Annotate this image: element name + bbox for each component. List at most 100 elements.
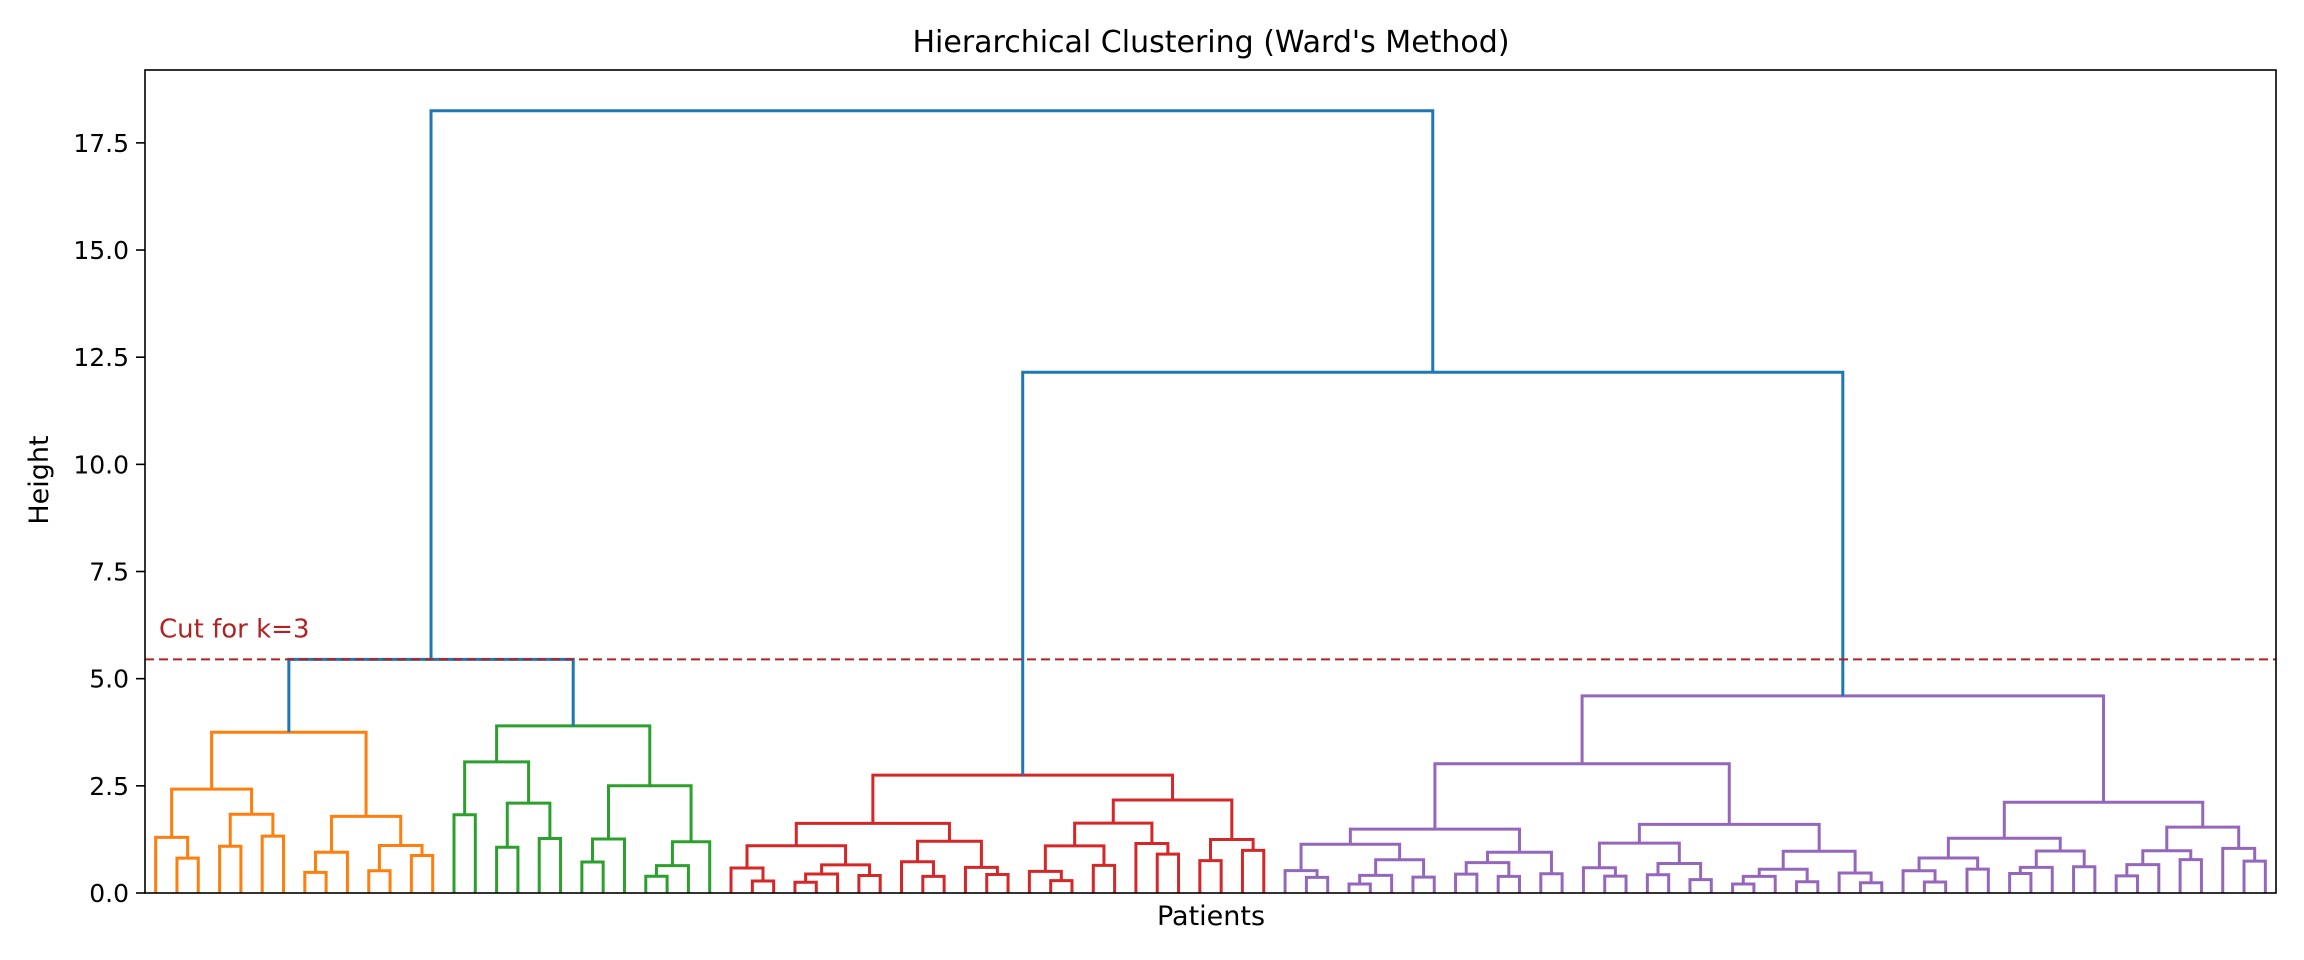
y-tick-label: 2.5	[89, 772, 129, 801]
dendrogram-link	[495, 724, 652, 786]
dendrogram-link	[1496, 874, 1521, 893]
dendrogram-link	[857, 873, 882, 893]
dendrogram-link	[591, 837, 626, 893]
dendrogram-link	[1027, 869, 1063, 893]
dendrogram-link	[804, 872, 840, 893]
y-tick-label: 15.0	[73, 236, 129, 265]
dendrogram-link	[1581, 866, 1617, 893]
dendrogram-link	[2114, 874, 2139, 893]
dendrogram-link	[287, 657, 575, 733]
dendrogram-link	[1134, 842, 1170, 893]
dendrogram-link	[1198, 859, 1223, 893]
dendrogram-link	[429, 109, 1435, 660]
dendrogram-link	[1358, 873, 1394, 893]
dendrogram-link	[1922, 880, 1948, 893]
y-tick-label: 17.5	[73, 129, 129, 158]
dendrogram-link	[260, 834, 286, 893]
dendrogram-link	[2008, 871, 2033, 893]
dendrogram-link	[1645, 873, 1671, 893]
dendrogram-link	[1348, 827, 1521, 853]
x-axis-label: Patients	[1157, 901, 1265, 932]
dendrogram-link	[1021, 370, 1845, 776]
dendrogram-link	[644, 874, 669, 893]
dendrogram-link	[1795, 880, 1820, 893]
dendrogram-link	[495, 845, 520, 893]
dendrogram-link	[409, 853, 435, 893]
dendrogram-link	[1603, 874, 1628, 893]
dendrogram-link	[985, 873, 1010, 893]
dendrogram-link	[313, 850, 349, 893]
dendrogram-link	[463, 760, 531, 815]
dendrogram-link	[1464, 861, 1511, 877]
cut-label: Cut for k=3	[159, 614, 310, 644]
dendrogram-link	[218, 844, 243, 893]
dendrogram-link	[2018, 865, 2054, 893]
dendrogram-link	[210, 730, 368, 817]
dendrogram-link	[329, 814, 403, 853]
dendrogram-link	[2242, 859, 2267, 893]
dendrogram-link	[452, 813, 477, 893]
dendrogram-link	[303, 870, 328, 893]
dendrogram-link	[1209, 837, 1255, 861]
dendrogram-link	[794, 821, 951, 846]
dendrogram-link	[2141, 849, 2193, 865]
dendrogram-links	[154, 109, 2267, 893]
dendrogram-link	[2221, 846, 2257, 893]
dendrogram-link	[2034, 849, 2086, 868]
dendrogram-link	[2125, 863, 2161, 893]
dendrogram-link	[154, 835, 190, 893]
y-tick-label: 10.0	[73, 450, 129, 479]
dendrogram-link	[1433, 762, 1731, 830]
dendrogram-link	[1688, 878, 1713, 893]
dendrogram-link	[1965, 867, 1990, 893]
dendrogram-link	[1539, 872, 1564, 893]
dendrogram-link	[175, 856, 200, 893]
dendrogram-link	[654, 864, 690, 893]
y-tick-label: 12.5	[73, 343, 129, 372]
dendrogram-link	[1781, 849, 1857, 874]
dendrogram-link	[793, 880, 818, 893]
dendrogram-link	[580, 860, 605, 893]
dendrogram-link	[1741, 874, 1777, 893]
y-tick-label: 7.5	[89, 558, 129, 587]
dendrogram-link	[1411, 875, 1436, 893]
dendrogram-link	[1283, 869, 1319, 893]
dendrogram-link	[1946, 836, 2062, 858]
dendrogram-link	[1347, 882, 1372, 893]
dendrogram-link	[505, 801, 552, 848]
dendrogram-link	[377, 843, 424, 871]
dendrogram-link	[2072, 865, 2097, 893]
dendrogram-link	[1580, 694, 2106, 803]
dendrogram-link	[1757, 867, 1809, 882]
dendrogram-link	[963, 865, 999, 893]
dendrogram-link	[750, 879, 776, 893]
dendrogram-link	[1917, 856, 1980, 871]
dendrogram-link	[1043, 844, 1106, 872]
dendrogram-link	[2178, 858, 2203, 893]
plot-frame	[144, 69, 2277, 894]
y-axis-label: Height	[24, 435, 55, 524]
dendrogram-link	[1240, 848, 1266, 893]
dendrogram-link	[1656, 862, 1703, 880]
y-tick-label: 0.0	[89, 879, 129, 908]
dendrogram-link	[670, 840, 712, 893]
dendrogram-link	[1155, 852, 1181, 893]
dendrogram-link	[1304, 875, 1330, 893]
dendrogram-link	[921, 874, 946, 893]
y-axis: 0.0 2.5 5.0 7.5 10.0 12.5 15.0 17.5	[73, 129, 145, 908]
dendrogram-link	[1597, 841, 1681, 868]
dendrogram-link	[1637, 822, 1821, 852]
dendrogram-link	[729, 866, 765, 893]
dendrogram-link	[1731, 882, 1756, 893]
dendrogram-link	[1858, 881, 1884, 893]
dendrogram-link	[1299, 842, 1402, 871]
dendrogram-link	[2002, 800, 2205, 839]
dendrogram-link	[1091, 863, 1117, 893]
dendrogram-link	[1111, 798, 1234, 840]
dendrogram-link	[1049, 879, 1074, 893]
dendrogram-link	[367, 869, 392, 893]
dendrogram-link	[537, 837, 563, 893]
chart-title: Hierarchical Clustering (Ward's Method)	[912, 25, 1509, 60]
y-tick-label: 5.0	[89, 665, 129, 694]
